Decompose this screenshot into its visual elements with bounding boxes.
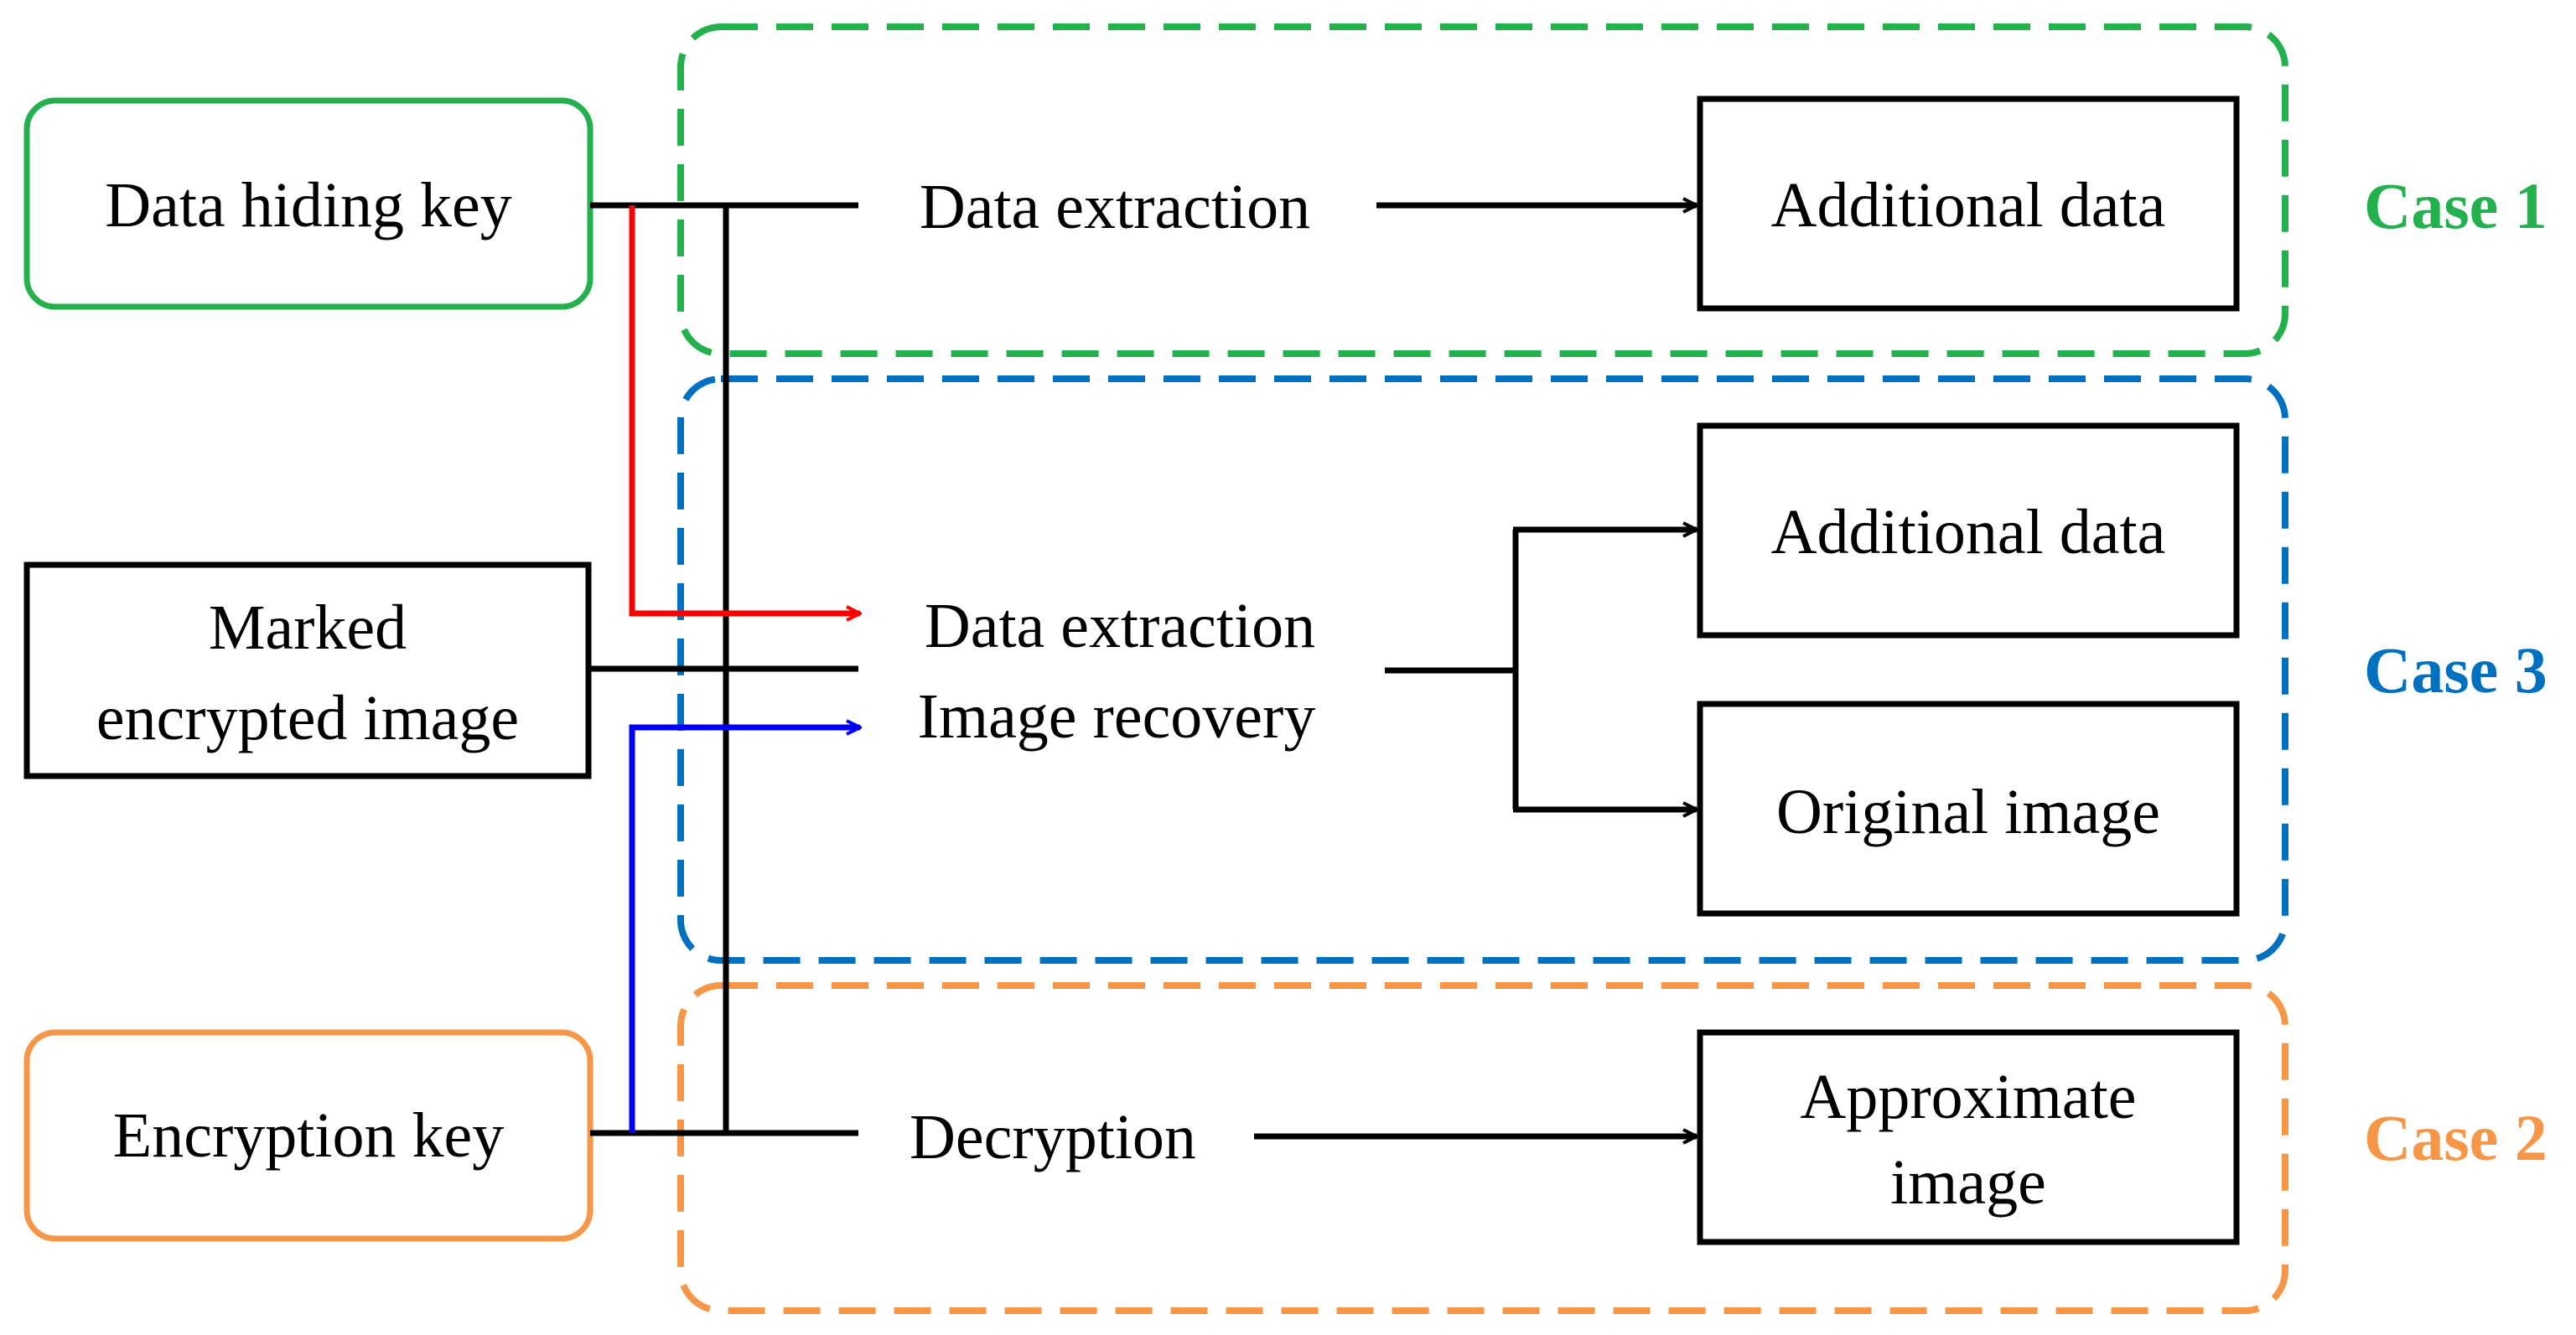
case3-output-data-label: Additional data <box>1771 497 2166 567</box>
data-hiding-key-label: Data hiding key <box>105 170 511 241</box>
case3-label: Case 3 <box>2364 634 2547 706</box>
case2-label: Case 2 <box>2364 1101 2547 1174</box>
marked-encrypted-image-box <box>23 561 592 779</box>
case2-output-box <box>1697 1029 2240 1245</box>
marked-encrypted-image-label-line2: encrypted image <box>96 683 519 753</box>
case3-output-image-label: Original image <box>1776 777 2160 847</box>
case2-region <box>677 982 2288 1314</box>
case3-output-data-box <box>1697 422 2240 639</box>
case2-process-label: Decryption <box>910 1102 1196 1172</box>
encryption-key-label: Encryption key <box>113 1100 504 1171</box>
case1-process-label: Data extraction <box>920 172 1310 242</box>
case1-output-label: Additional data <box>1771 170 2166 241</box>
encryption-key-blue-path <box>629 727 860 1133</box>
marked-encrypted-image-label-line1: Marked <box>209 592 407 663</box>
case3-output-image-box <box>1697 701 2240 917</box>
case2-output-label-line2: image <box>1890 1147 2046 1218</box>
case1-region <box>677 23 2288 357</box>
case1-label: Case 1 <box>2364 169 2547 242</box>
case3-process-label-line2: Image recovery <box>918 681 1316 752</box>
case2-output-label-line1: Approximate <box>1800 1062 2136 1132</box>
case1-output-box <box>1697 96 2240 312</box>
data-hiding-key-red-path <box>629 205 860 613</box>
case3-process-label-line1: Data extraction <box>925 591 1315 661</box>
